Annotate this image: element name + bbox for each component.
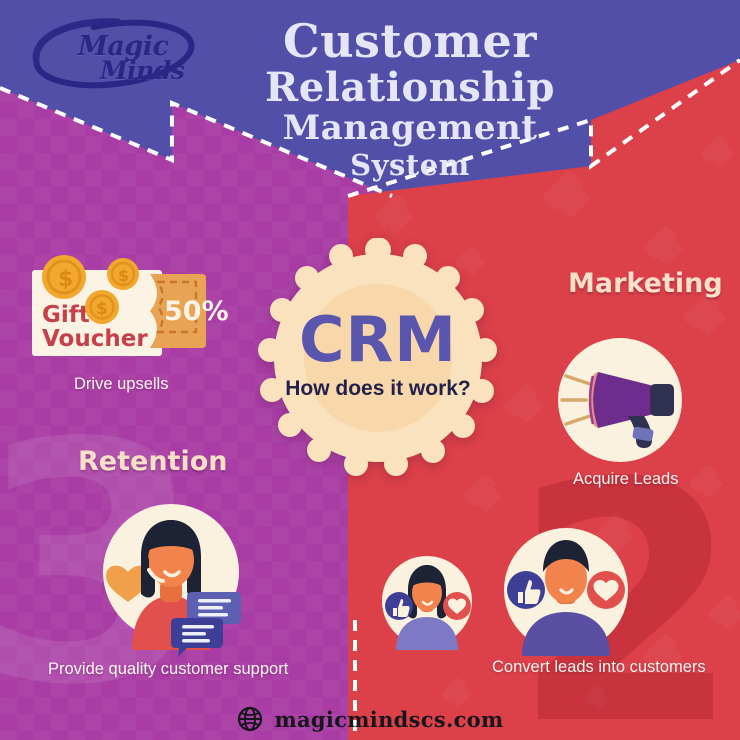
- gear-label-group: CRM How does it work?: [258, 238, 498, 478]
- section-heading-retention: Retention: [78, 446, 228, 477]
- gift-voucher-icon: 50% Gift Voucher $ $ $: [28, 252, 229, 367]
- voucher-label-line1: Gift: [42, 302, 90, 328]
- voucher-discount-text: 50%: [164, 296, 229, 327]
- title-line-4: System: [350, 147, 470, 182]
- caption-provide-support: Provide quality customer support: [48, 660, 289, 678]
- section-heading-marketing: Marketing: [568, 268, 723, 299]
- caption-convert-leads: Convert leads into customers: [492, 658, 706, 676]
- heart-badge: [587, 571, 625, 609]
- crm-acronym: CRM: [299, 303, 457, 376]
- support-agent-icon: [96, 500, 246, 657]
- coin-medium: $: [107, 258, 139, 290]
- crm-question: How does it work?: [285, 377, 471, 400]
- customer-avatar-small-icon: [378, 552, 476, 650]
- footer-bar: magicmindscs.com: [0, 706, 740, 732]
- center-gear-badge: CRM How does it work?: [258, 238, 498, 478]
- brand-logo-line1: Magic: [78, 31, 169, 62]
- caption-drive-upsells: Drive upsells: [74, 375, 169, 393]
- thumbs-up-badge: [385, 592, 413, 620]
- voucher-label-line2: Voucher: [42, 326, 148, 352]
- heart-badge: [443, 592, 471, 620]
- title-line-2: Relationship: [264, 63, 555, 111]
- customer-avatar-large-icon: [500, 524, 632, 656]
- brand-logo-text: Magic Minds: [78, 31, 185, 86]
- svg-text:$: $: [118, 266, 129, 285]
- svg-text:$: $: [96, 299, 108, 319]
- heart-shape: [106, 565, 150, 602]
- brand-logo-line2: Minds: [100, 56, 185, 86]
- title-line-1: Customer: [282, 14, 538, 68]
- svg-text:$: $: [58, 267, 73, 292]
- gear-icon: [258, 238, 497, 476]
- thumbs-up-badge: [507, 571, 545, 609]
- coin-small: $: [85, 290, 119, 324]
- brand-logo[interactable]: Magic Minds: [22, 14, 212, 94]
- page-title: Customer Relationship Management System: [200, 14, 620, 182]
- title-line-3: Management: [282, 108, 538, 149]
- globe-icon: [237, 706, 262, 732]
- megaphone-icon: [552, 332, 688, 468]
- chat-bubble-lower: [171, 618, 223, 657]
- caption-acquire-leads: Acquire Leads: [573, 470, 679, 488]
- swoosh-ellipse-icon: [32, 18, 195, 89]
- coin-large: $: [42, 255, 86, 299]
- footer-website-url[interactable]: magicmindscs.com: [274, 706, 504, 732]
